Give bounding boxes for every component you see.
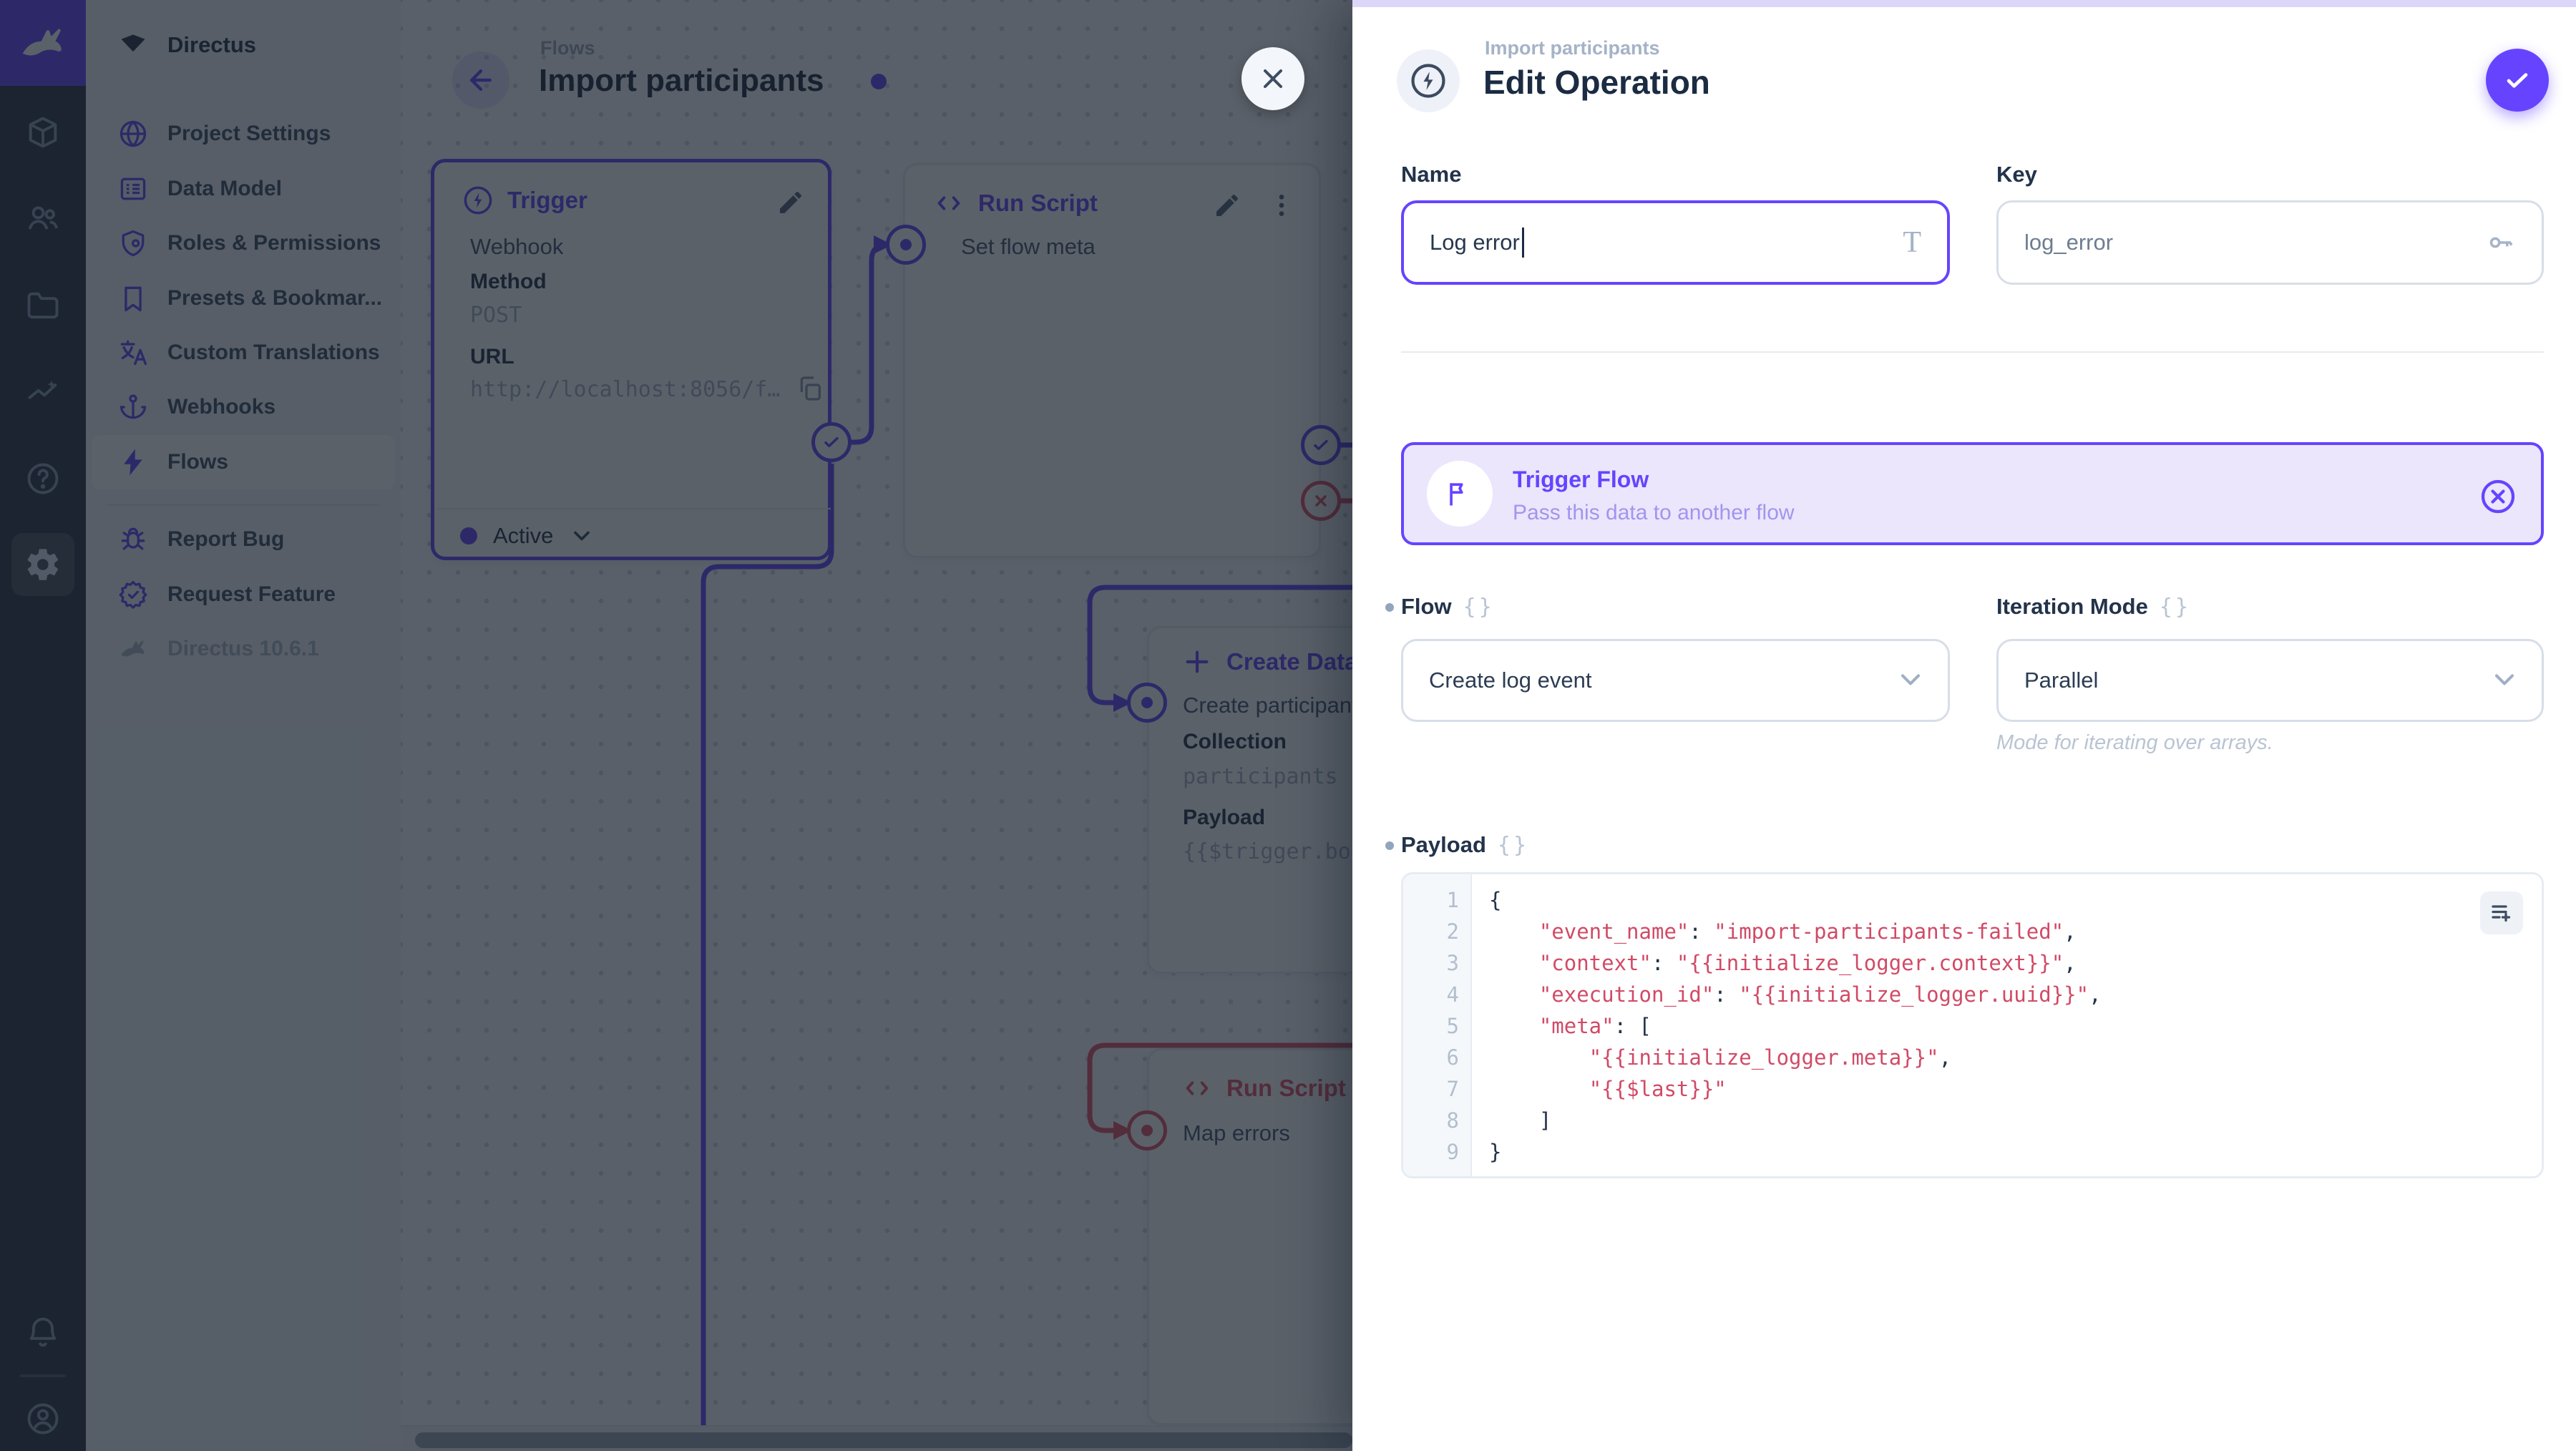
raw-value-toggle-icon[interactable] [1463,595,1495,620]
required-dot [1385,841,1394,850]
flag-icon [1450,483,1463,506]
flag-icon-circle [1427,461,1493,527]
trigger-flow-banner[interactable]: Trigger Flow Pass this data to another f… [1401,442,2544,545]
key-value: log_error [2024,230,2114,255]
overlay-scrim[interactable] [0,0,1352,1451]
bolt-circle-icon [1411,64,1445,98]
name-input[interactable]: Log error T [1401,200,1950,285]
required-dot [1385,603,1394,612]
name-value: Log error [1430,230,1520,255]
edit-operation-drawer: Import participants Edit Operation Name … [1352,0,2576,1451]
iteration-mode-label: Iteration Mode [1996,594,2191,620]
raw-value-toggle-icon[interactable] [2160,595,2191,620]
chevron-down-icon [2494,673,2514,685]
iteration-mode-value: Parallel [2024,668,2099,693]
flow-label: Flow [1401,594,1495,620]
flow-select[interactable]: Create log event [1401,639,1950,722]
key-label: Key [1996,162,2037,187]
title-icon: T [1903,226,1921,259]
banner-title: Trigger Flow [1513,466,1649,492]
close-drawer-button[interactable] [1241,47,1304,110]
playlist-add-icon [2492,905,2511,922]
save-button[interactable] [2486,49,2549,112]
drawer-header-icon [1397,49,1460,112]
drawer-breadcrumb[interactable]: Import participants [1485,37,1660,59]
text-caret [1521,228,1524,258]
deselect-icon[interactable] [2478,477,2518,517]
banner-subtitle: Pass this data to another flow [1513,501,1795,524]
key-icon [2489,237,2512,248]
template-add-button[interactable] [2480,891,2523,934]
key-input[interactable]: log_error [1996,200,2544,285]
close-icon [1263,69,1283,89]
iteration-mode-note: Mode for iterating over arrays. [1996,731,2273,754]
chevron-down-icon [1901,673,1921,685]
drawer-divider [1401,351,2544,353]
raw-value-toggle-icon[interactable] [1498,833,1529,858]
name-label: Name [1401,162,1462,187]
code-lines[interactable]: { "event_name": "import-participants-fai… [1489,888,2102,1164]
iteration-mode-select[interactable]: Parallel [1996,639,2544,722]
check-icon [2507,73,2528,88]
flow-value: Create log event [1429,668,1592,693]
top-accent-strip [1352,0,2576,7]
drawer-title: Edit Operation [1483,64,1710,101]
payload-label: Payload [1401,832,1529,858]
